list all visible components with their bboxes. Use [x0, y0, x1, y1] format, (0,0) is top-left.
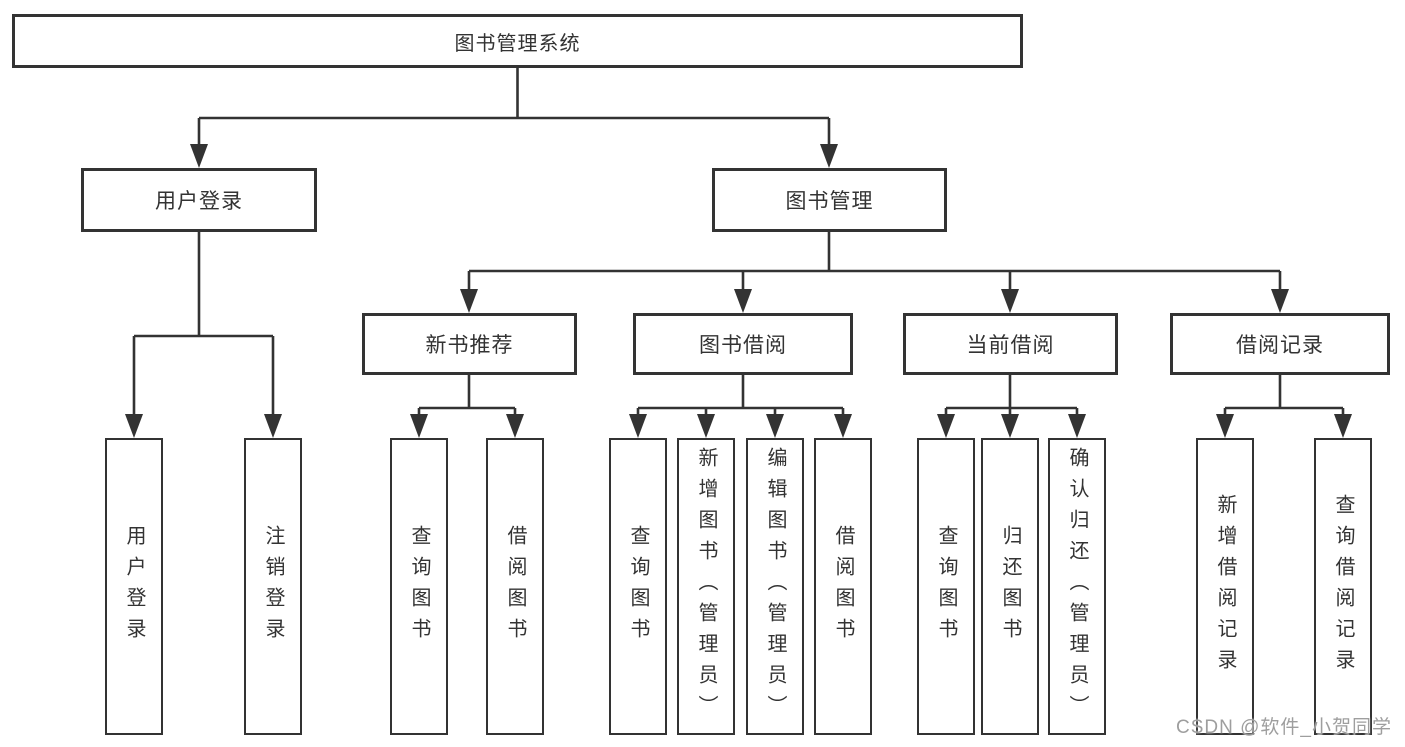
watermark: CSDN @软件_小贺同学 — [1176, 717, 1392, 738]
leaf-add-book-admin: 新增图书（管理员） — [677, 438, 735, 735]
node-root: 图书管理系统 — [12, 14, 1023, 68]
node-new-book-recommend: 新书推荐 — [362, 313, 577, 375]
leaf-return-book: 归还图书 — [981, 438, 1039, 735]
leaf-user-login: 用户登录 — [105, 438, 163, 735]
node-book-borrow: 图书借阅 — [633, 313, 853, 375]
node-book-management: 图书管理 — [712, 168, 947, 232]
leaf-borrow-book-2: 借阅图书 — [814, 438, 872, 735]
leaf-confirm-return-admin: 确认归还（管理员） — [1048, 438, 1106, 735]
leaf-logout-login: 注销登录 — [244, 438, 302, 735]
leaf-query-book-2: 查询图书 — [609, 438, 667, 735]
node-current-borrow: 当前借阅 — [903, 313, 1118, 375]
leaf-add-borrow-record: 新增借阅记录 — [1196, 438, 1254, 735]
node-user-login: 用户登录 — [81, 168, 317, 232]
leaf-edit-book-admin: 编辑图书（管理员） — [746, 438, 804, 735]
leaf-query-book-1: 查询图书 — [390, 438, 448, 735]
arrowhead-icons — [125, 144, 1352, 438]
leaf-query-borrow-record: 查询借阅记录 — [1314, 438, 1372, 735]
leaf-query-book-3: 查询图书 — [917, 438, 975, 735]
node-borrow-records: 借阅记录 — [1170, 313, 1390, 375]
leaf-borrow-book-1: 借阅图书 — [486, 438, 544, 735]
